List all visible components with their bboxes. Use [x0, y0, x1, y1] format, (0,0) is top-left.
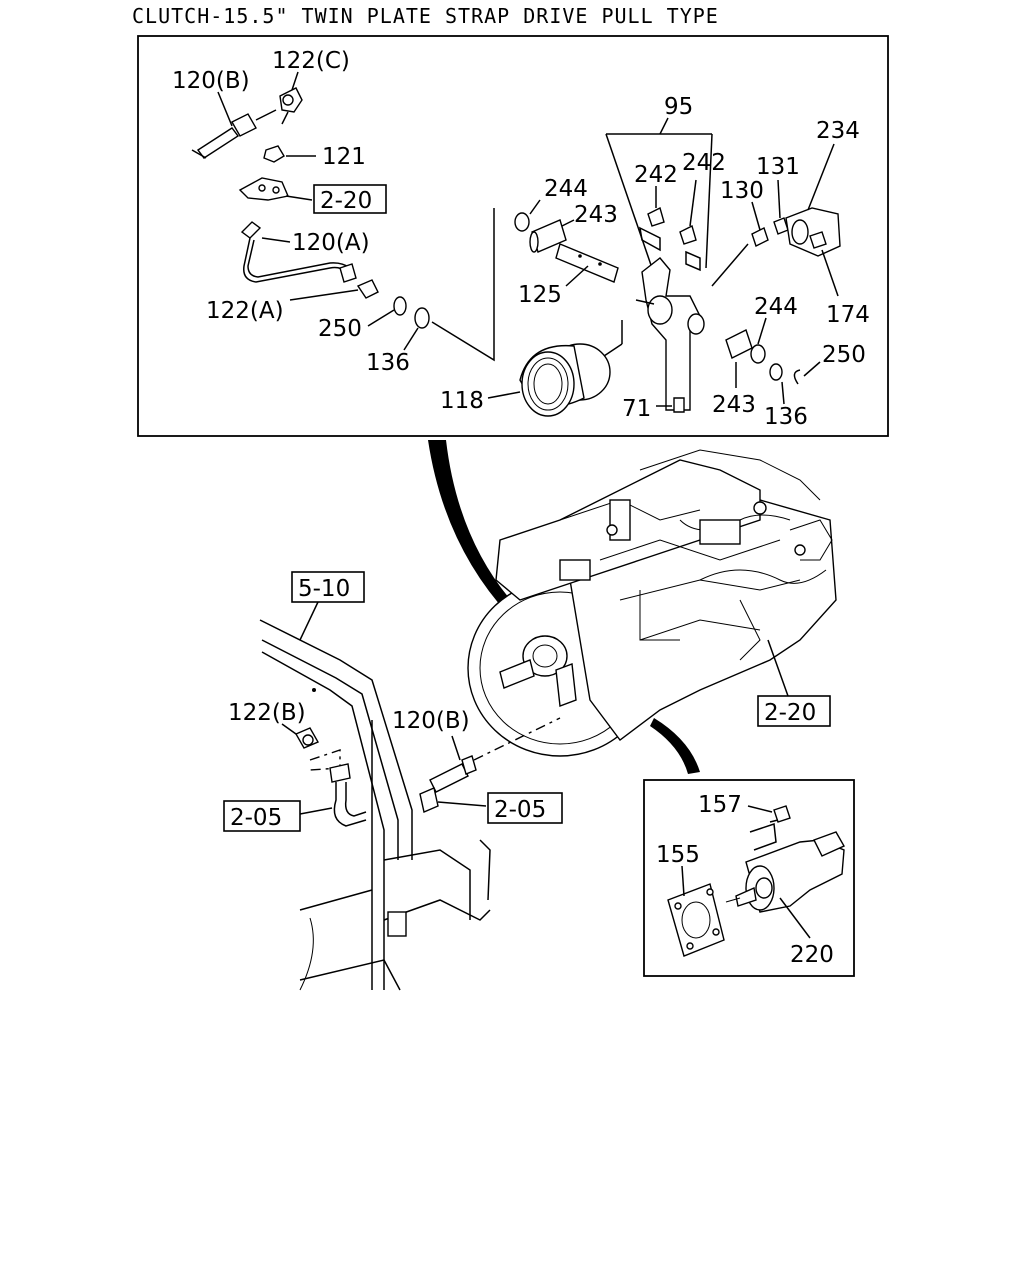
callout-arrow-bottom: [650, 718, 700, 774]
label-136-right: 136: [764, 404, 808, 430]
label-244-top: 244: [544, 176, 588, 202]
label-131: 131: [756, 154, 800, 180]
label-174: 174: [826, 302, 870, 328]
part-120b-hose-fitting-lower: [419, 735, 487, 813]
ref-5-10: 5-10: [298, 576, 350, 602]
leader-bracket-left: [431, 208, 495, 362]
part-242-pins: [639, 179, 701, 272]
label-243-bottom: 243: [712, 392, 756, 418]
label-250-right: 250: [822, 342, 866, 368]
label-130: 130: [720, 178, 764, 204]
label-120b-mid: 120(B): [392, 708, 470, 734]
ref-box-2-20-mid: [757, 695, 831, 727]
hose-route-line: [473, 717, 561, 761]
label-155: 155: [656, 842, 700, 868]
diagram-title: CLUTCH-15.5" TWIN PLATE STRAP DRIVE PULL…: [132, 4, 719, 28]
label-120a: 120(A): [292, 230, 370, 256]
part-244-243-125: [514, 199, 619, 287]
part-157-bolt: [747, 805, 791, 851]
part-220-clutch-servo: [725, 831, 845, 939]
label-122b: 122(B): [228, 700, 306, 726]
transmission-assembly: [467, 449, 837, 757]
part-122a-connector: [289, 279, 379, 301]
ref-box-2-05-right: [487, 792, 563, 824]
part-lower-hose: [299, 763, 367, 827]
label-242-a: 242: [634, 162, 678, 188]
leader-5-10: [299, 601, 319, 641]
label-95: 95: [664, 94, 693, 120]
label-157: 157: [698, 792, 742, 818]
part-155-gasket: [667, 865, 725, 957]
ref-box-2-20-top: [313, 184, 387, 214]
chassis-frame-rail: [259, 619, 491, 991]
label-122c: 122(C): [272, 48, 350, 74]
ref-2-05-left: 2-05: [230, 805, 282, 831]
part-120b-hose-fitting: [191, 91, 277, 159]
top-detail-frame: [137, 35, 889, 437]
label-243-top: 243: [574, 202, 618, 228]
label-136-left: 136: [366, 350, 410, 376]
part-118-release-bearing: [487, 320, 623, 417]
ref-2-20-mid: 2-20: [764, 700, 816, 726]
part-bracket: [238, 177, 313, 201]
label-250-left: 250: [318, 316, 362, 342]
label-71: 71: [622, 396, 651, 422]
ref-box-5-10: [291, 571, 365, 603]
label-121: 121: [322, 144, 366, 170]
part-95-release-fork: [605, 117, 713, 411]
bottom-detail-frame: [643, 779, 855, 977]
part-250-136-rings-left: [367, 296, 430, 351]
label-122a: 122(A): [206, 298, 284, 324]
label-120b-top: 120(B): [172, 68, 250, 94]
label-244-right: 244: [754, 294, 798, 320]
part-right-bushing-rings: [656, 317, 821, 413]
callout-arrow-top: [428, 440, 540, 636]
part-121-nut: [263, 145, 316, 163]
label-118: 118: [440, 388, 484, 414]
ref-2-05-right: 2-05: [494, 797, 546, 823]
label-220: 220: [790, 942, 834, 968]
part-130-131-234-174: [711, 143, 841, 297]
ref-2-20-top: 2-20: [320, 188, 372, 214]
label-242-b: 242: [682, 150, 726, 176]
label-234: 234: [816, 118, 860, 144]
ref-box-2-05-left: [223, 800, 301, 832]
part-120a-pipe: [240, 221, 357, 283]
part-122c-elbow: [279, 71, 303, 125]
label-125: 125: [518, 282, 562, 308]
part-122b-elbow-lower: [281, 723, 341, 771]
